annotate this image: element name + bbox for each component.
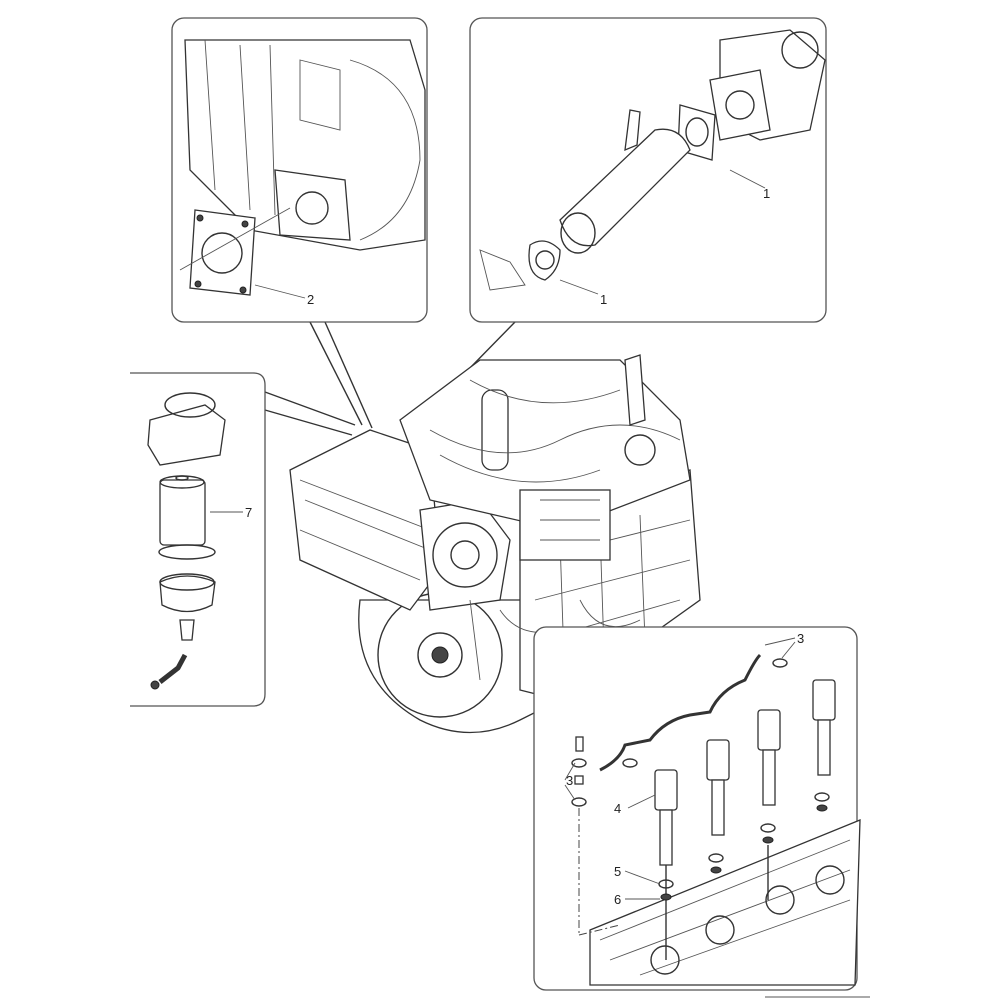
callout-4: 4 bbox=[614, 801, 621, 816]
detail-panel-fuel-filter: 7 bbox=[130, 372, 266, 707]
gasket-shape bbox=[189, 209, 256, 296]
callout-6: 6 bbox=[614, 892, 621, 907]
injector-3 bbox=[757, 709, 781, 900]
injector-4 bbox=[812, 679, 836, 812]
injector-2 bbox=[706, 739, 730, 874]
callout-3-right: 3 bbox=[797, 631, 804, 646]
callout-1-upper: 1 bbox=[763, 186, 770, 201]
detail-panel-exhaust-gasket: 2 bbox=[171, 17, 428, 323]
callout-5: 5 bbox=[614, 864, 621, 879]
callout-3-left: 3 bbox=[566, 773, 573, 788]
injector-1 bbox=[654, 769, 678, 960]
callout-7: 7 bbox=[245, 505, 252, 520]
callout-2: 2 bbox=[307, 292, 314, 307]
detail-panel-egr-pipe: 1 1 bbox=[469, 17, 827, 323]
callout-1-lower: 1 bbox=[600, 292, 607, 307]
detail-panel-injectors: 3 3 4 5 6 bbox=[533, 626, 861, 991]
